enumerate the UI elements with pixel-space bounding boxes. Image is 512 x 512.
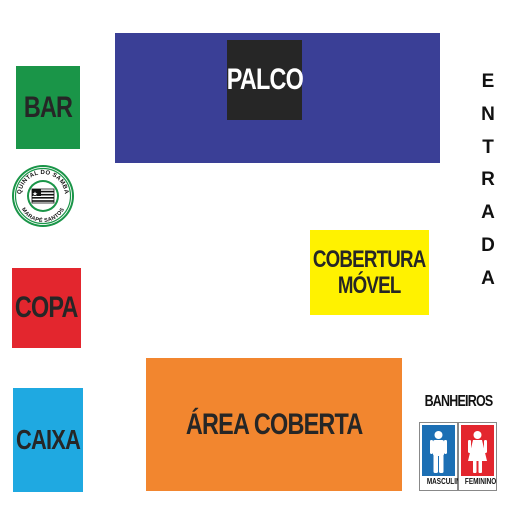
- male-figure-icon: [430, 431, 447, 473]
- restroom-male-sign: MASCULINO: [419, 422, 466, 491]
- entrada-letter: E: [481, 71, 495, 92]
- female-figure-icon: [468, 431, 487, 473]
- entrada-letter: R: [481, 169, 495, 191]
- cobertura-movel-area: COBERTURA MÓVEL: [310, 230, 429, 315]
- cobertura-label-line1: COBERTURA: [313, 246, 426, 274]
- male-caption-text: MASCULINO: [426, 477, 466, 486]
- logo-emblem: QUINTAL DO SAMBA MARAPÉ SANTOS: [12, 165, 74, 227]
- cobertura-label-line2: MÓVEL: [338, 271, 401, 299]
- caixa-area: CAIXA: [13, 388, 83, 492]
- bar-area: BAR: [16, 66, 80, 149]
- male-caption: MASCULINO: [422, 476, 466, 488]
- restroom-female-sign: FEMININO: [458, 422, 497, 491]
- entrada-letter: N: [481, 103, 495, 125]
- copa-label: COPA: [15, 291, 79, 325]
- stage-label-box: PALCO: [226, 40, 303, 120]
- stage-label: PALCO: [226, 63, 303, 97]
- bar-label: BAR: [23, 90, 73, 124]
- entrada-letter: A: [481, 202, 495, 224]
- area-coberta: ÁREA COBERTA: [146, 358, 402, 491]
- area-coberta-label: ÁREA COBERTA: [185, 407, 363, 441]
- banheiros-title: BANHEIROS: [418, 392, 498, 412]
- entrada-letter: A: [481, 267, 495, 289]
- entrada-letter: D: [481, 235, 495, 257]
- caixa-label: CAIXA: [15, 424, 81, 456]
- banheiros-title-text: BANHEIROS: [424, 392, 493, 410]
- copa-area: COPA: [12, 268, 81, 348]
- female-caption-text: FEMININO: [464, 477, 497, 486]
- entrada-letter: T: [482, 136, 494, 158]
- entrada-label: E N T R A D A: [476, 72, 500, 288]
- quintal-do-samba-logo: QUINTAL DO SAMBA MARAPÉ SANTOS: [10, 163, 76, 229]
- female-caption: FEMININO: [461, 476, 497, 488]
